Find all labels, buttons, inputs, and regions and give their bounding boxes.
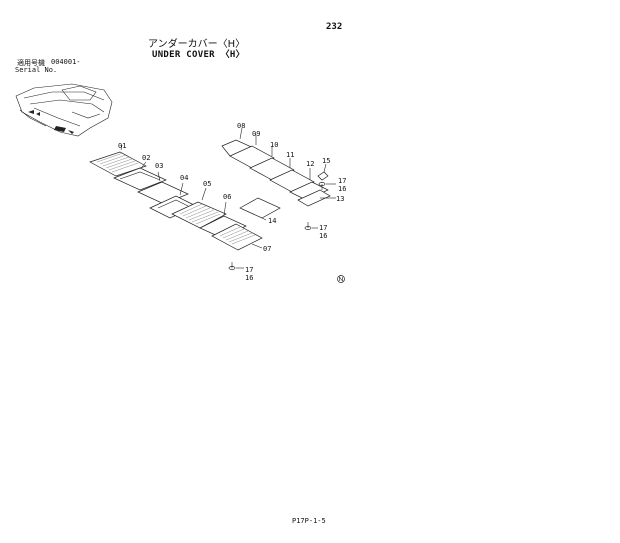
callout-01: 01	[118, 142, 126, 150]
leader-02	[141, 161, 147, 168]
callout-17-upper: 17	[338, 177, 346, 185]
callout-12: 12	[306, 160, 314, 168]
callout-05: 05	[203, 180, 211, 188]
part-01-hatched-plate	[89, 151, 147, 177]
leader-01	[120, 144, 123, 151]
page-title-japanese: アンダーカバー〈H〉	[148, 39, 246, 50]
leader-07	[251, 243, 263, 249]
bolt-and-washer-lower	[228, 262, 244, 270]
callout-14: 14	[268, 217, 276, 225]
callout-02: 02	[142, 154, 150, 162]
machine-thumbnail	[15, 83, 113, 137]
callout-16-upper: 16	[338, 185, 346, 193]
callout-17-middle: 17	[319, 224, 327, 232]
leader-06	[223, 201, 227, 216]
leader-04	[179, 182, 184, 196]
callout-13: 13	[336, 195, 344, 203]
serial-label-japanese: 適用号機	[17, 59, 45, 67]
part-12-bracket	[289, 181, 329, 201]
part-07-hatched-plate	[211, 223, 263, 251]
serial-value: 004001-	[51, 58, 81, 66]
callout-11: 11	[286, 151, 294, 159]
leader-08	[239, 127, 243, 140]
callout-16-lower: 16	[245, 274, 253, 282]
callout-03: 03	[155, 162, 163, 170]
callout-07: 07	[263, 245, 271, 253]
callout-09: 09	[252, 130, 260, 138]
leader-05	[201, 187, 207, 201]
callout-06: 06	[223, 193, 231, 201]
leader-14	[261, 217, 267, 221]
leader-15	[323, 163, 327, 173]
callout-17-lower: 17	[245, 266, 253, 274]
part-02-cover-plate	[113, 167, 167, 191]
page-number: 232	[326, 22, 343, 32]
page-code: P17P-1-5	[292, 517, 326, 525]
callout-08: 08	[237, 122, 245, 130]
part-15-bolt	[317, 171, 329, 181]
callout-04: 04	[180, 174, 188, 182]
bolt-and-washer-upper-right	[318, 182, 336, 190]
serial-label-english: Serial No.	[15, 66, 58, 74]
revision-mark-icon	[337, 275, 345, 283]
bolt-and-washer-middle	[304, 222, 318, 230]
callout-16-middle: 16	[319, 232, 327, 240]
callout-10: 10	[270, 141, 278, 149]
leader-03	[157, 171, 161, 182]
part-05-hatched-plate	[171, 201, 227, 229]
page-title-english: UNDER COVER 〈H〉	[152, 50, 245, 60]
part-13-bracket	[297, 189, 331, 207]
callout-15: 15	[322, 157, 330, 165]
part-14-cover-plate	[239, 197, 281, 219]
